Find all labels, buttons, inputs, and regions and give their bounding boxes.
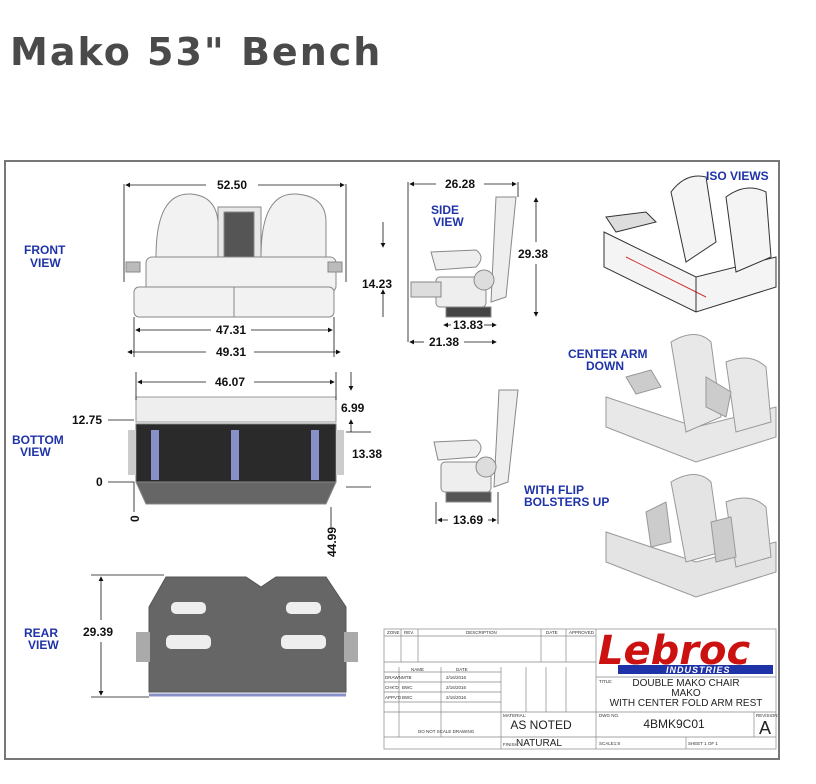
flip-label-1: WITH FLIP (524, 483, 584, 497)
side-view-seat (410, 196, 517, 318)
iso-views-label: ISO VIEWS (706, 169, 769, 183)
tb-title-line-3: WITH CENTER FOLD ARM REST (610, 698, 763, 709)
tb-finish-label: FINISH: (503, 742, 519, 747)
front-inner-dim: 47.31 (216, 323, 246, 337)
front-width-dim: 52.50 (217, 178, 247, 192)
tb-revision: A (759, 718, 771, 738)
tb-date-col-header: DATE (456, 667, 468, 672)
page-title: Mako 53" Bench (10, 30, 383, 74)
tb-finish: NATURAL (516, 738, 562, 749)
tb-row-name: BWC (402, 695, 413, 700)
bottom-right-dim: 13.38 (352, 447, 382, 461)
side-depth-dim: 26.28 (445, 177, 475, 191)
bottom-view-seat (128, 396, 344, 505)
front-outer-dim: 49.31 (216, 345, 246, 359)
side-base-dim: 21.38 (429, 335, 459, 349)
tb-row-date: 2/16/2016 (446, 695, 467, 700)
bottom-width-dim: 46.07 (215, 375, 245, 389)
title-block (383, 628, 777, 750)
tb-title-line-1: DOUBLE MAKO CHAIR (632, 678, 739, 689)
rear-view: REAR VIEW 29.39 (24, 574, 358, 698)
bottom-view-label-1: BOTTOM (12, 433, 64, 447)
tb-row-role: CHK'D (385, 685, 399, 690)
tb-dwg-no: 4BMK9C01 (643, 717, 705, 731)
flip-side-view: 13.69 (433, 389, 519, 527)
rear-view-label-2: VIEW (28, 638, 59, 652)
front-view-seat (125, 193, 343, 318)
bottom-right-top-dim: 6.99 (341, 401, 365, 415)
title-block-text: ZONE REV. DESCRIPTION DATE APPROVED NAME… (385, 628, 778, 749)
company-logo: Lebroc INDUSTRIES (598, 628, 773, 675)
tb-row-date: 2/16/2016 (446, 675, 467, 680)
flip-depth-dim: 13.69 (453, 513, 483, 527)
bottom-depth-dim: 44.99 (325, 527, 339, 557)
tb-description-header: DESCRIPTION (466, 630, 497, 635)
tb-revision-label: REVISION (756, 713, 778, 718)
tb-title-label: TITLE: (599, 679, 613, 684)
tb-zone-header: ZONE (387, 630, 400, 635)
side-view-label-2: VIEW (433, 215, 464, 229)
iso-view-center-arm-down (605, 334, 777, 463)
tb-name-header: NAME (411, 667, 424, 672)
iso-view-flip-bolsters (605, 474, 777, 598)
iso-view-top (603, 175, 777, 313)
bottom-view-label-2: VIEW (20, 445, 51, 459)
tb-material: AS NOTED (510, 718, 572, 732)
side-height-dim: 29.38 (518, 247, 548, 261)
bottom-zero-y: 0 (96, 475, 103, 489)
tb-title-line-2: MAKO (671, 688, 701, 699)
tb-scale: SCALE1:8 (599, 741, 621, 746)
flip-label-2: BOLSTERS UP (524, 495, 609, 509)
tb-date-header: DATE (546, 630, 558, 635)
tb-row-date: 2/16/2016 (446, 685, 467, 690)
center-arm-label-2: DOWN (586, 359, 624, 373)
rear-height-dim: 29.39 (83, 625, 113, 639)
front-view-label-2: VIEW (30, 256, 61, 270)
tb-no-scale: DO NOT SCALE DRAWING (418, 729, 475, 734)
side-view: SIDE VIEW 26.28 29.38 14.23 13.83 21.38 (362, 177, 548, 349)
side-view-label-1: SIDE (431, 203, 459, 217)
rear-view-seat (136, 576, 358, 697)
rear-view-label-1: REAR (24, 626, 58, 640)
tb-approved-header: APPROVED (569, 630, 595, 635)
technical-drawing: FRONT VIEW 52.50 47.31 49.31 SIDE VIEW (4, 160, 780, 760)
center-arm-label-1: CENTER ARM (568, 347, 648, 361)
bottom-view: BOTTOM VIEW 46.07 12.75 6.99 13.38 0 0 (12, 372, 382, 557)
front-view-label-1: FRONT (24, 243, 66, 257)
front-view: FRONT VIEW 52.50 47.31 49.31 (24, 178, 347, 359)
tb-row-role: DRAWN (385, 675, 402, 680)
tb-row-role: APPV'D (385, 695, 402, 700)
tb-rev-header: REV. (404, 630, 414, 635)
tb-row-name: BWC (402, 685, 413, 690)
bottom-zero-x: 0 (128, 515, 142, 522)
tb-material-label: MATERIAL: (503, 713, 526, 718)
tb-dwg-label: DWG NO. (599, 713, 619, 718)
bottom-left-dim: 12.75 (72, 413, 102, 427)
logo-subtitle: INDUSTRIES (666, 665, 731, 675)
iso-views: ISO VIEWS CENTER ARM DOWN WITH FLIP BOLS… (524, 169, 777, 598)
side-seat-height-dim: 14.23 (362, 277, 392, 291)
tb-sheet: SHEET 1 OF 1 (688, 741, 718, 746)
tb-row-name: MTB (402, 675, 412, 680)
side-seat-depth-dim: 13.83 (453, 318, 483, 332)
